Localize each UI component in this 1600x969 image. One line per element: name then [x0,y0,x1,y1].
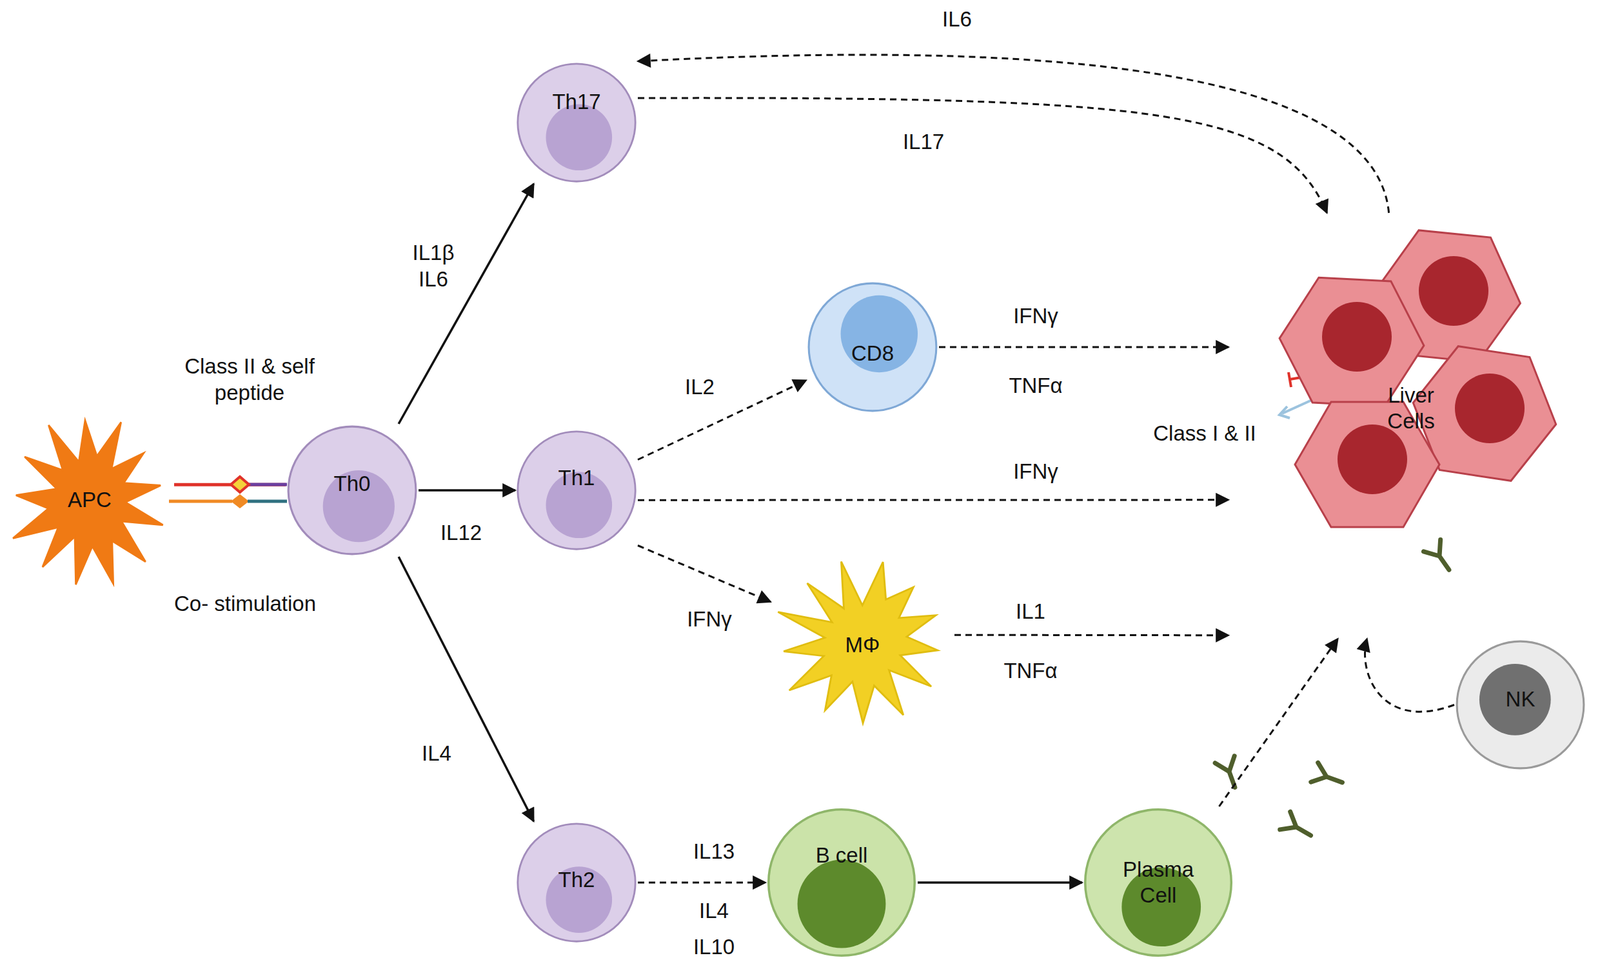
liver-nucleus [1418,256,1489,326]
cd8-cell: CD8 [806,280,939,414]
cell-membrane [517,63,636,182]
antibody-shape [1280,811,1317,845]
liver-nucleus [1322,301,1392,372]
cytokine-label: IL1 [1013,597,1048,625]
cell-label: MΦ [845,632,881,659]
macrophage-cell: MΦ [770,554,955,729]
synapse-label: Co- stimulation [171,590,319,617]
connector [1365,638,1455,712]
costim-diamond [230,493,249,509]
cell-nucleus [323,470,395,542]
connector [418,488,516,492]
cell-membrane [517,823,636,941]
cell-membrane [768,809,916,956]
tcr-line [246,483,287,487]
connector [398,556,534,821]
node-outline [1082,806,1235,959]
th17-cell: Th17 [515,61,638,184]
connector [637,380,807,460]
th0-cell: Th0 [285,423,419,557]
antibodies [1214,539,1458,844]
connector [637,54,1390,213]
connector [637,98,1328,213]
antibody [1214,755,1245,791]
cytokine-label: TNFα [1000,657,1060,684]
cytokine-label: IL13 [690,837,738,865]
cell-nucleus [1479,663,1551,736]
cell-label: Plasma Cell [1116,856,1201,908]
costim-receptor-line [247,499,287,504]
nk-cell: NK [1454,638,1587,771]
cell-membrane [288,426,416,554]
cell-membrane [808,283,937,411]
cell-label: Th17 [552,88,601,115]
connector [1218,638,1338,807]
synapse-label: Class II & self peptide [166,352,333,407]
antibody [1423,539,1458,576]
cell-label: Th1 [558,464,596,491]
cytokine-label: IL1β IL6 [401,239,465,293]
antibody-shape [1214,755,1245,791]
connector [954,633,1229,637]
class-i-receptor [1288,372,1292,387]
cell-nucleus [840,295,918,373]
b-cell: B cell [765,806,918,959]
cytokine-label: IL6 [939,5,975,33]
connector [637,498,1229,501]
cytokine-label: IFNγ [1010,302,1061,329]
cytokine-label: IL17 [900,128,947,155]
cytokine-label: IFNγ [684,605,735,633]
cell-label: B cell [815,842,869,869]
cell-nucleus [546,866,613,933]
cytokine-label: TNFα [1006,372,1065,399]
connector [398,183,534,424]
cell-shape [777,561,938,723]
peptide-diamond [230,476,249,493]
th2-cell: Th2 [515,820,638,944]
connector [938,345,1229,348]
cytokine-label: IL4 [419,739,455,767]
cell-label: Th2 [558,866,596,893]
antibody [1280,811,1317,845]
cytokine-label: IFNγ [1010,457,1061,485]
cell-label: Liver Cells [1375,382,1447,434]
antibody [1311,762,1346,792]
class-ii-receptor [1279,406,1290,418]
cell-label: Th0 [334,470,371,497]
cell-label: NK [1505,686,1536,713]
plasma-cell: Plasma Cell [1082,806,1235,959]
node-outline [765,806,918,959]
cytokine-label: IL4 [696,897,732,924]
apc-cell: APC [5,406,175,594]
receptor-label: Class I & II [1150,419,1259,447]
antibody-shape [1311,762,1346,792]
connector [917,880,1083,884]
cell-nucleus [546,104,613,171]
cell-nucleus [797,859,887,949]
connector [637,881,766,884]
cell-membrane [517,431,636,549]
cytokine-label: IL2 [682,373,718,400]
cell-shape [12,419,164,585]
cell-membrane [1085,809,1232,956]
liver-nucleus [1454,373,1525,444]
cytokine-label: IL12 [437,519,485,546]
liver-cells: Liver Cells [1228,212,1593,639]
cell-label: CD8 [851,341,894,367]
node-outline [515,61,638,184]
cell-label: APC [67,486,112,513]
costim-line [168,499,233,504]
antibody-shape [1423,539,1458,576]
cytokine-label: IL10 [690,933,738,960]
node-outline [515,428,638,552]
th1-cell: Th1 [515,428,638,552]
cell-membrane [1456,641,1584,769]
liver-nucleus [1337,424,1408,494]
connector [637,545,771,602]
